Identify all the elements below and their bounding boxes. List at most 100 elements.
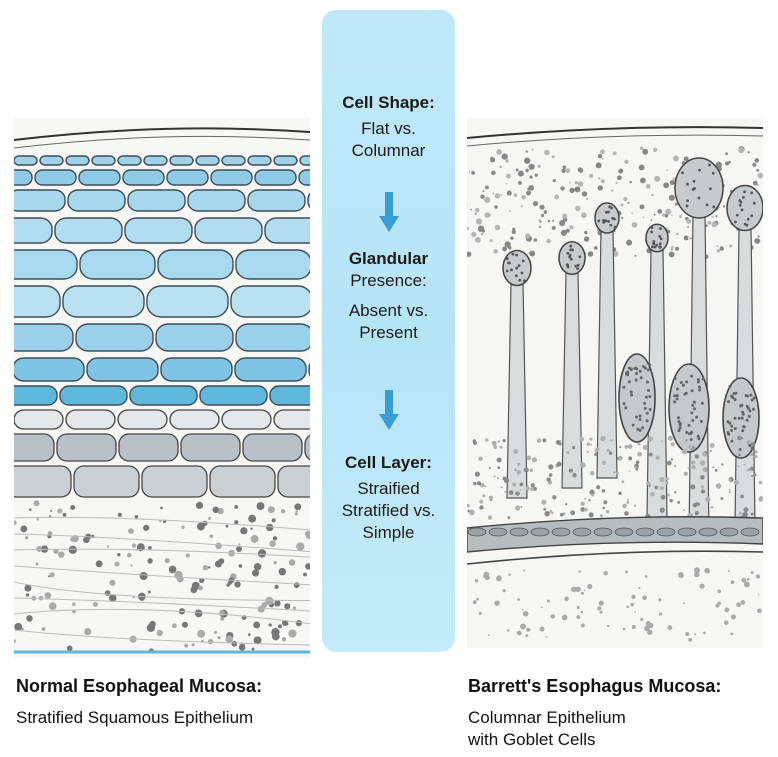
lamina-dot <box>670 245 674 249</box>
stroma-dot <box>758 496 763 501</box>
stroma-cell-dot <box>295 510 298 513</box>
stroma-dot <box>660 440 663 443</box>
mucin-dot <box>750 191 754 195</box>
muscle-cell <box>572 527 592 537</box>
mucin-dot <box>730 394 734 398</box>
submucosa-dot <box>634 611 636 613</box>
mucin-dot <box>673 376 677 380</box>
submucosa-dot <box>502 589 506 593</box>
mucin-dot <box>738 203 742 207</box>
mucin-dot <box>645 419 649 423</box>
stroma-dot <box>591 493 595 497</box>
mucin-dot <box>741 195 745 199</box>
stroma-dot <box>531 457 537 463</box>
submucosa-dot <box>730 632 734 636</box>
stroma-dot <box>633 504 637 507</box>
lamina-dot <box>546 238 551 244</box>
stroma-cell-dot <box>44 592 52 599</box>
goblet-cell <box>674 157 724 219</box>
stroma-dot <box>728 478 732 482</box>
lamina-dot <box>505 159 509 163</box>
stroma-dot <box>688 445 692 449</box>
stroma-cell-dot <box>238 564 243 568</box>
stroma-cell-dot <box>248 514 257 523</box>
mucin-dot <box>678 426 682 430</box>
stroma-cell-dot <box>25 593 30 597</box>
lamina-dot <box>663 182 670 189</box>
mucin-dot <box>629 367 633 371</box>
gland-stalk <box>596 229 618 479</box>
stroma-dot <box>694 511 699 516</box>
lamina-dot <box>715 161 722 168</box>
muscle-cell <box>509 527 529 537</box>
lamina-dot <box>621 216 624 219</box>
mucin-dot <box>700 401 704 405</box>
squamous-cell <box>195 155 220 166</box>
squamous-cell <box>146 285 229 318</box>
stroma-dot <box>699 475 705 480</box>
stroma-cell-dot <box>147 590 151 594</box>
stroma-cell-dot <box>217 636 221 640</box>
mucin-dot <box>733 398 737 402</box>
mucin-dot <box>684 391 688 395</box>
comparison-value: Present <box>359 323 418 342</box>
lamina-dot <box>756 168 760 172</box>
mucin-dot <box>578 255 582 259</box>
stroma-cell-dot <box>292 606 296 610</box>
stroma-cell-dot <box>251 569 260 577</box>
stroma-dot <box>568 468 573 473</box>
stroma-cell-dot <box>268 623 272 627</box>
lamina-dot <box>757 235 760 238</box>
lamina-dot <box>480 232 484 236</box>
lamina-dot <box>487 213 491 217</box>
lamina-dot <box>747 151 750 154</box>
squamous-cell <box>34 169 77 186</box>
lamina-dot <box>547 219 551 223</box>
stroma-cell-dot <box>70 536 76 542</box>
stroma-cell-dot <box>273 560 277 565</box>
stroma-cell-dot <box>146 623 156 633</box>
lamina-dot <box>552 219 555 222</box>
mucin-dot <box>647 389 651 393</box>
mucin-dot <box>515 266 519 270</box>
lamina-dot <box>581 191 588 197</box>
lamina-dot <box>752 180 758 186</box>
stroma-cell-dot <box>181 621 188 628</box>
squamous-cell <box>299 155 310 166</box>
stroma-cell-dot <box>208 516 212 520</box>
lamina-dot <box>600 149 605 155</box>
mucin-dot <box>696 380 700 384</box>
mucin-dot <box>507 261 510 265</box>
mucin-dot <box>627 380 631 384</box>
mucin-dot <box>678 422 682 426</box>
stroma-dot <box>541 499 547 505</box>
lamina-dot <box>595 162 602 169</box>
surface-line <box>467 134 763 147</box>
lamina-dot <box>674 202 678 206</box>
submucosa-dot <box>630 602 634 607</box>
submucosa-dot <box>606 624 610 628</box>
normal-mucosa-subtitle: Stratified Squamous Epithelium <box>16 708 254 727</box>
stroma-dot <box>548 464 554 470</box>
lamina-dot <box>515 168 519 172</box>
stroma-cell-dot <box>274 600 281 607</box>
stroma-cell-dot <box>240 527 248 535</box>
stroma-dot <box>709 450 712 453</box>
submucosa-dot <box>539 626 545 632</box>
lamina-dot <box>661 213 666 217</box>
stroma-cell-dot <box>128 528 134 535</box>
squamous-cell <box>54 217 123 244</box>
stroma-dot <box>488 467 491 470</box>
lamina-dot <box>597 177 601 180</box>
stroma-cell-dot <box>257 605 265 613</box>
lamina-dot <box>500 193 503 196</box>
stroma-dot <box>572 473 577 478</box>
stroma-cell-dot <box>184 643 189 648</box>
stroma-cell-dot <box>234 520 239 525</box>
basal-cell <box>304 434 310 461</box>
stroma-dot <box>542 438 547 443</box>
stroma-cell-dot <box>294 512 298 516</box>
submucosa-dot <box>587 583 593 590</box>
stroma-dot <box>648 452 653 457</box>
squamous-cell <box>307 192 310 209</box>
